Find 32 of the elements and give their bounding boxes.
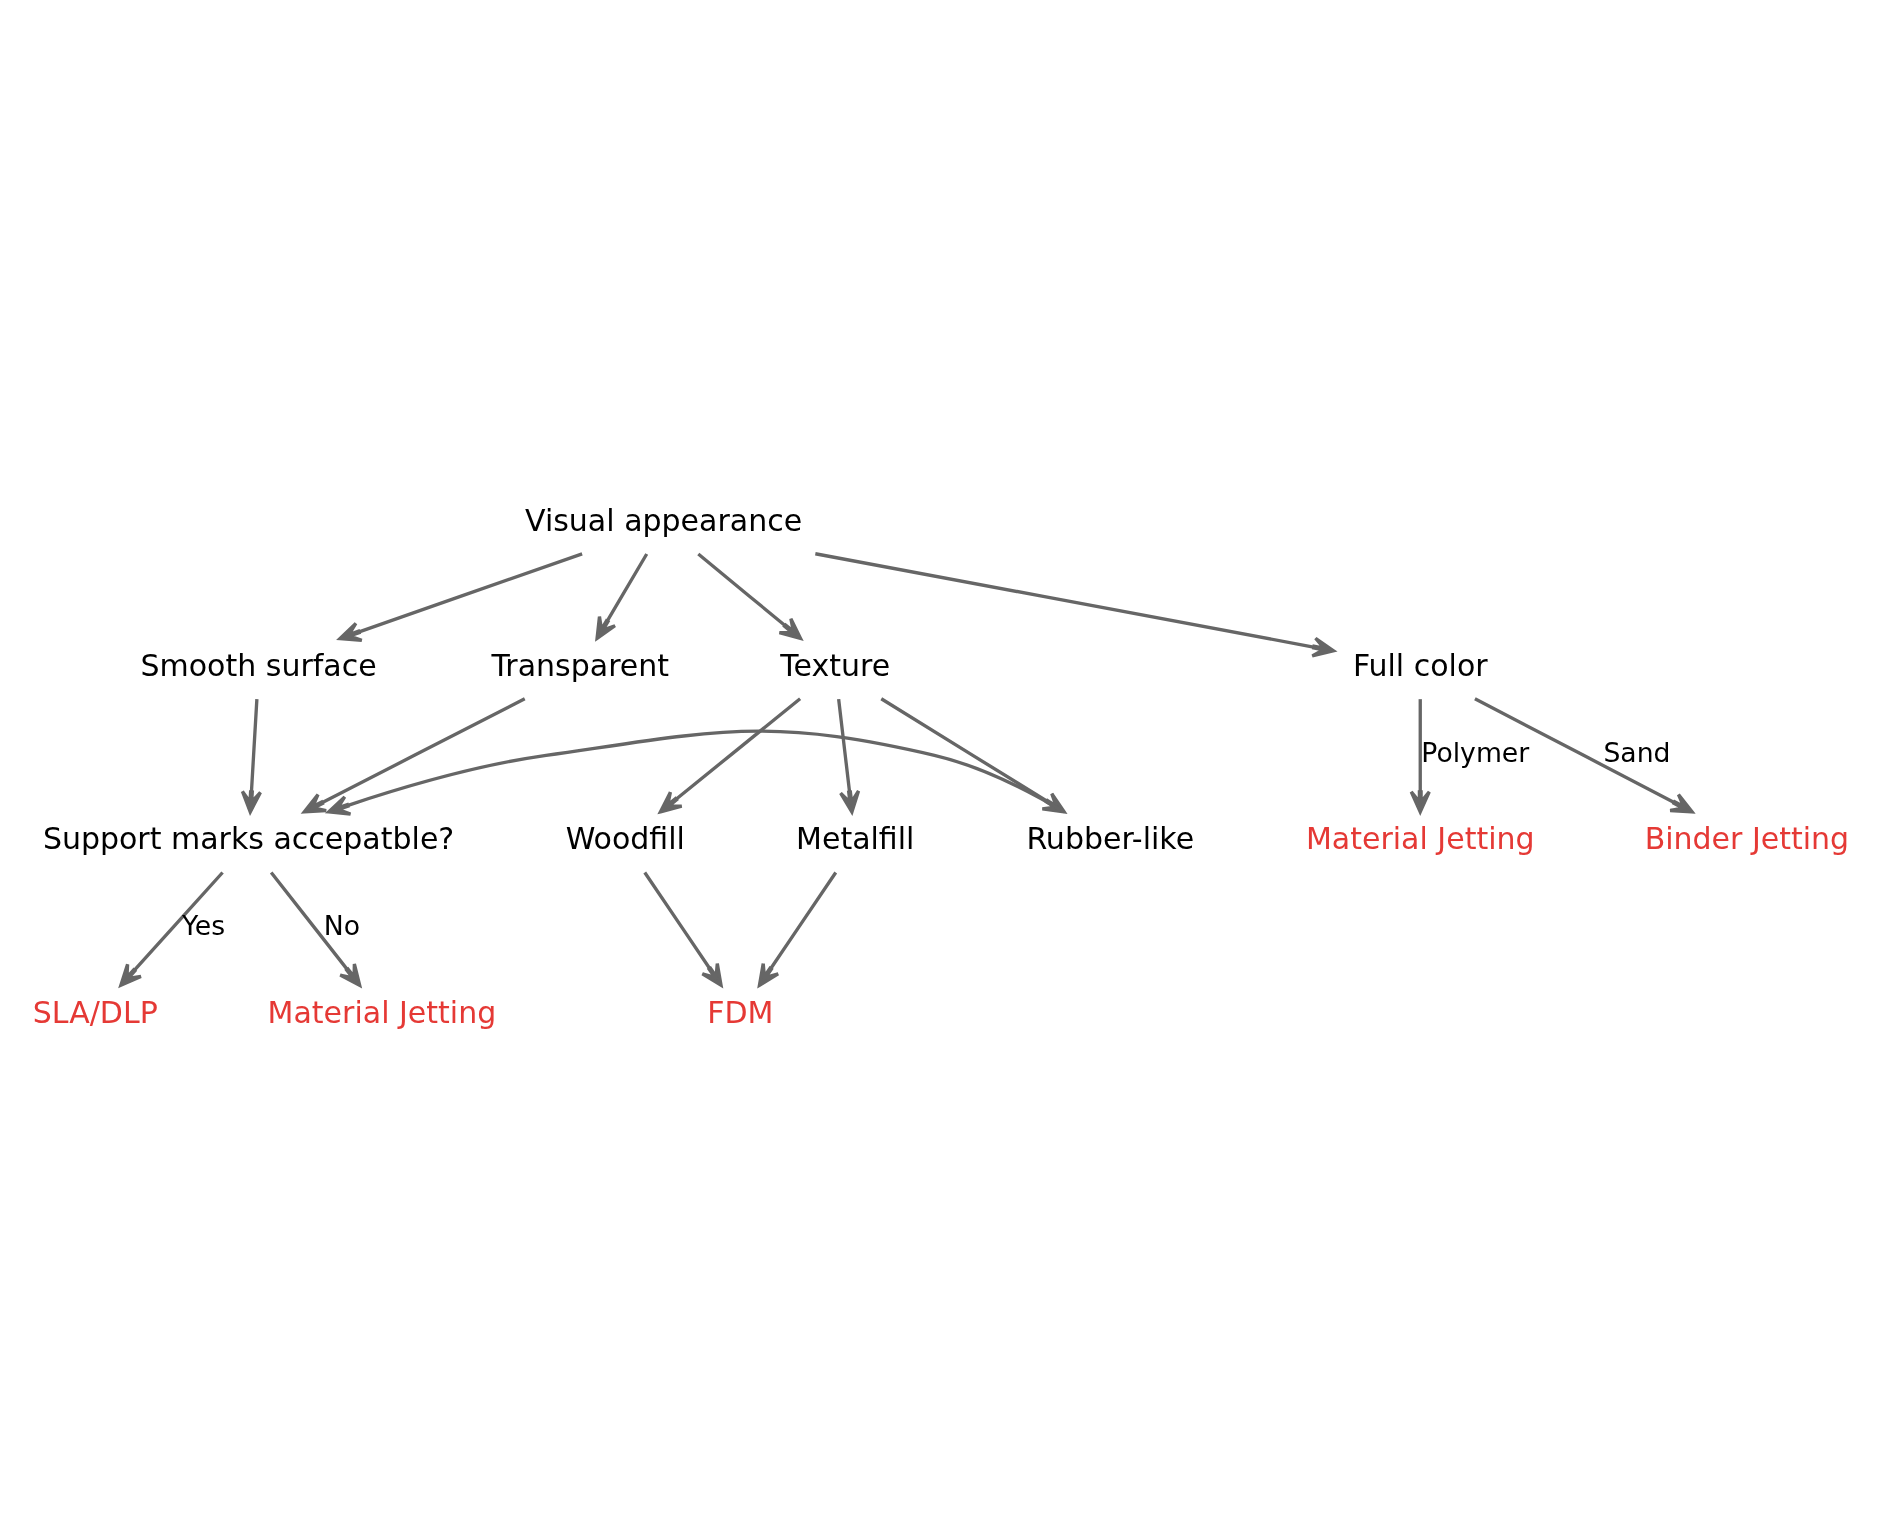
- edge-label: No: [323, 909, 361, 941]
- arrow: [757, 871, 838, 987]
- edge-label: Polymer: [1421, 736, 1530, 768]
- arrow: [837, 698, 861, 814]
- arrow: [1409, 698, 1431, 814]
- node-text: Support marks accepatble?: [42, 820, 455, 856]
- arrow: [1474, 696, 1694, 813]
- node-text: Rubber-like: [1026, 820, 1195, 856]
- arrow: [269, 870, 362, 987]
- node-text: Transparent: [491, 647, 670, 683]
- node-text: Texture: [780, 647, 891, 683]
- arrow: [658, 697, 802, 813]
- node-text: Visual appearance: [525, 502, 803, 538]
- node-text: Material Jetting: [1305, 820, 1535, 856]
- arrow: [240, 698, 263, 814]
- node-text: SLA/DLP: [32, 994, 158, 1030]
- arrow: [697, 552, 803, 640]
- node-text: Smooth surface: [140, 647, 377, 683]
- arrow: [302, 696, 526, 813]
- node-text: Material Jetting: [267, 994, 497, 1030]
- node-text: Full color: [1352, 647, 1488, 683]
- arrow: [338, 551, 583, 642]
- node-text: Woodfill: [565, 820, 685, 856]
- arrow: [815, 551, 1336, 658]
- node-text: Metalfill: [796, 820, 915, 856]
- arrow: [119, 870, 224, 987]
- edge-label: Sand: [1603, 736, 1671, 768]
- arrow: [595, 552, 649, 640]
- node-text: FDM: [707, 994, 774, 1030]
- edge-label: Yes: [182, 909, 226, 941]
- arrow: [643, 871, 723, 987]
- node-text: Binder Jetting: [1644, 820, 1850, 856]
